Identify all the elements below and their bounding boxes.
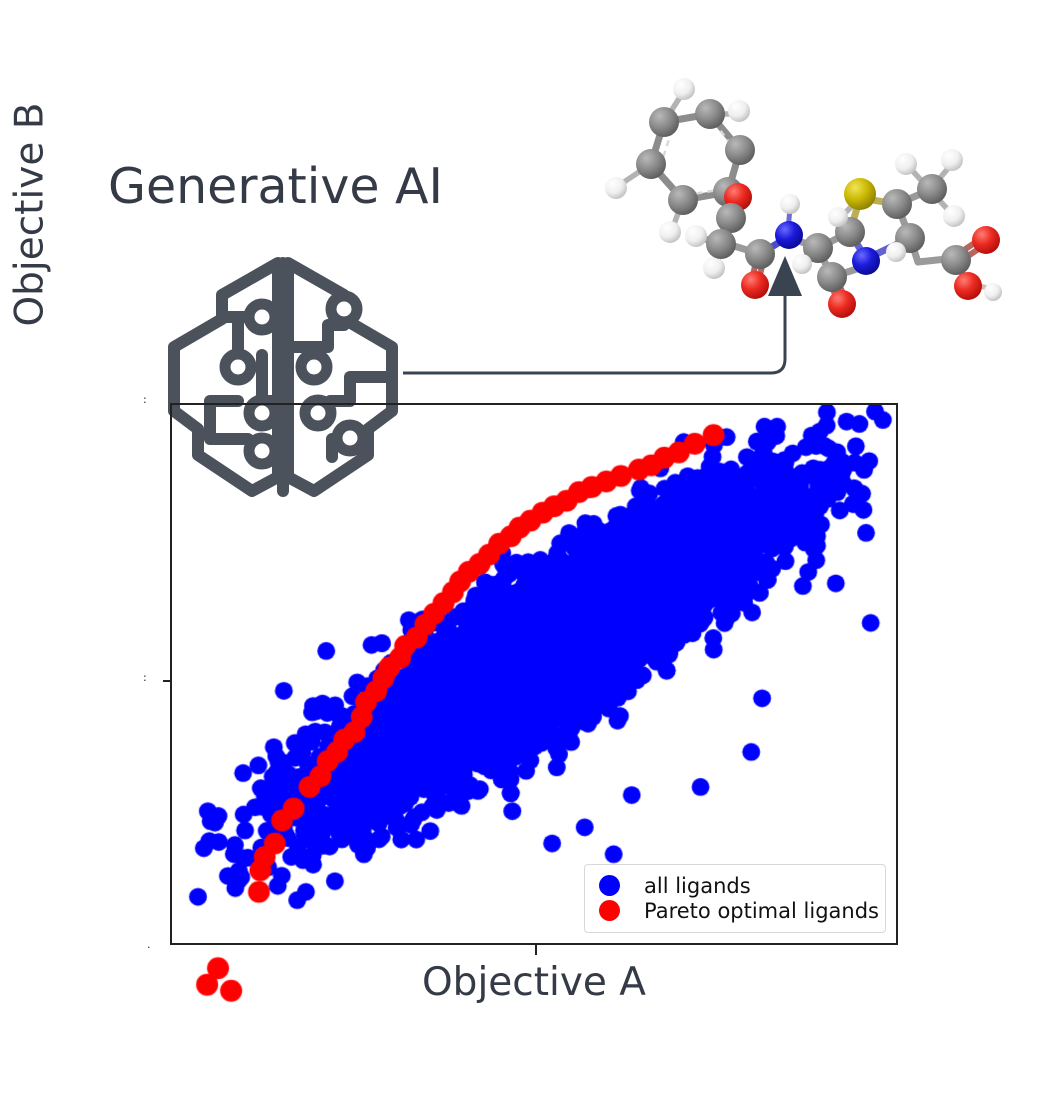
y-axis-tick [163, 680, 172, 682]
x-axis-tick [535, 945, 537, 955]
legend-item-pareto-ligands[interactable]: Pareto optimal ligands [599, 898, 879, 923]
y-axis-label: Objective B [7, 102, 53, 327]
legend-label-all-ligands: all ligands [644, 873, 751, 898]
page-title: Generative AI [108, 158, 444, 215]
legend-item-all-ligands[interactable]: all ligands [599, 873, 873, 898]
y-axis-ticklabel-mid: : [143, 671, 147, 684]
legend-marker-blue-circle-icon [599, 875, 620, 896]
scatter-plot-canvas [172, 405, 896, 943]
offscale-pareto-points [170, 945, 370, 1035]
y-axis-ticklabel-top: : [143, 393, 147, 406]
scatter-plot-frame [163, 403, 898, 955]
x-axis-label: Objective A [421, 960, 646, 1005]
ligand-molecule-3d-icon [588, 72, 1056, 322]
chart-legend: all ligands Pareto optimal ligands [584, 864, 886, 933]
y-axis-ticklabel-bottom: . [147, 938, 151, 951]
legend-label-pareto-ligands: Pareto optimal ligands [644, 898, 879, 923]
legend-marker-red-circle-icon [599, 900, 620, 921]
generation-arrow-icon [390, 250, 810, 390]
